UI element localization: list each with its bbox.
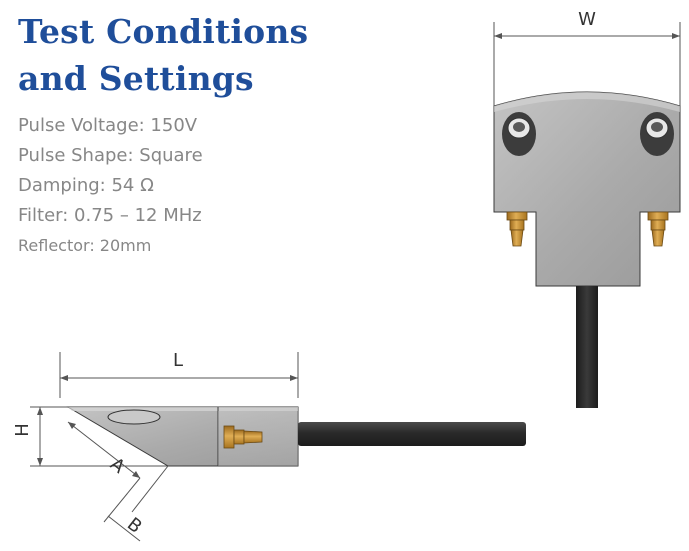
side-view-drawing: L H A (12, 350, 526, 542)
a-dimension-line (67, 421, 141, 479)
spec-filter: Filter: 0.75 – 12 MHz (18, 205, 202, 226)
wedge-oval-window (107, 409, 161, 425)
spec-damping: Damping: 54 Ω (18, 175, 154, 196)
side-cable (298, 422, 526, 446)
b-dimension-line (107, 515, 141, 542)
title-line-2: and Settings (18, 59, 254, 98)
height-label: H (12, 423, 33, 437)
settings-list: Pulse Voltage: 150V Pulse Shape: Square … (18, 111, 203, 261)
length-label: L (173, 350, 183, 371)
front-view-drawing: W (493, 9, 681, 408)
front-left-hole (502, 112, 536, 156)
spec-pulse-voltage: Pulse Voltage: 150V (18, 115, 198, 136)
front-right-hole (640, 112, 674, 156)
front-left-connector (506, 211, 528, 247)
spec-reflector: Reflector: 20mm (18, 236, 152, 255)
b-extension-outer (131, 465, 169, 513)
spec-pulse-shape: Pulse Shape: Square (18, 145, 203, 166)
title-line-1: Test Conditions (18, 12, 309, 51)
wedge-top-edge (68, 407, 298, 411)
width-label: W (578, 9, 596, 30)
page-title: Test Conditions and Settings (18, 8, 308, 102)
front-cable (576, 286, 598, 408)
b-label: B (123, 514, 146, 538)
front-probe-top-highlight (494, 92, 680, 112)
b-extension-inner (103, 477, 141, 523)
side-connector (223, 425, 263, 449)
front-right-connector (647, 211, 669, 247)
